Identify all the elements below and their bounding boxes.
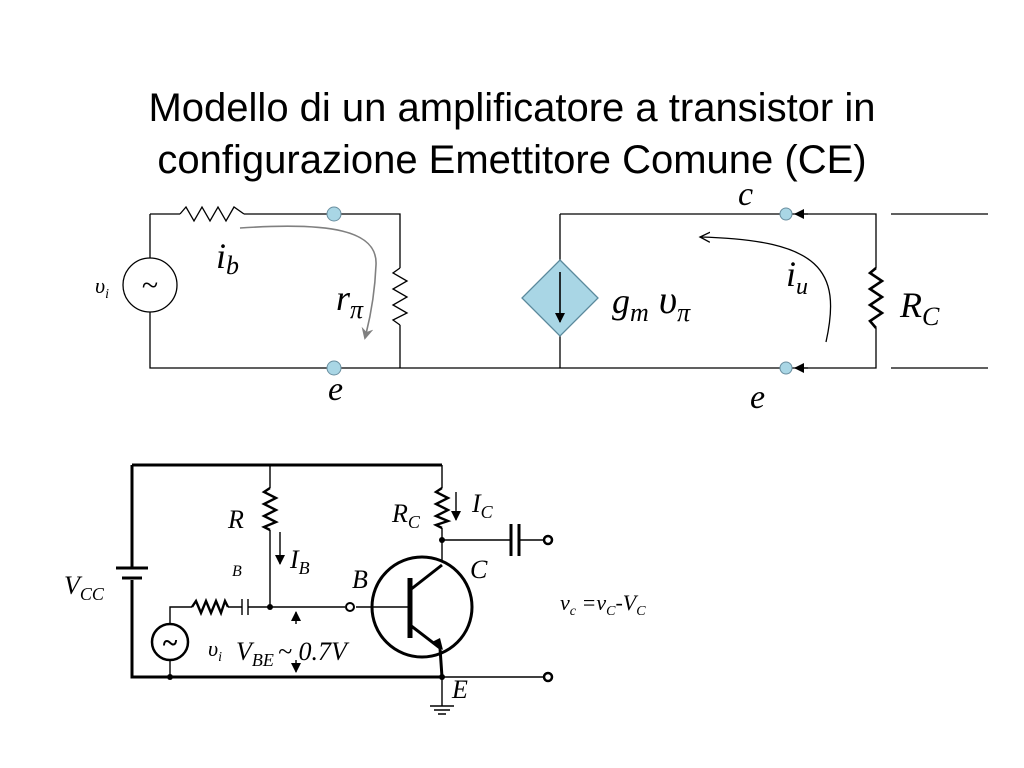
label-rc-bias: RC bbox=[391, 499, 421, 532]
label-rpi: rπ bbox=[336, 278, 364, 324]
label-base-terminal: B bbox=[352, 565, 368, 594]
frame-wires bbox=[130, 463, 442, 679]
title-line-2: configurazione Emettitore Comune (CE) bbox=[157, 138, 867, 182]
emitter-arrowhead bbox=[432, 638, 443, 650]
ground-symbol bbox=[430, 705, 454, 715]
label-emitter-terminal: E bbox=[451, 675, 468, 704]
input-resistor bbox=[191, 597, 230, 617]
label-rc-model: RC bbox=[899, 285, 940, 331]
rc-wire bbox=[792, 213, 877, 369]
label-vi: υi bbox=[95, 273, 109, 302]
node-e-right bbox=[779, 361, 793, 375]
rc-resistor bbox=[867, 267, 885, 329]
junction-base bbox=[267, 604, 273, 610]
base-input-wire bbox=[169, 606, 345, 624]
label-rb-sub: B bbox=[232, 563, 242, 580]
transistor-collector-lead bbox=[409, 563, 443, 592]
rb-resistor bbox=[261, 487, 279, 532]
small-signal-model bbox=[149, 205, 988, 369]
terminal-base bbox=[345, 602, 355, 612]
page-title: Modello di un amplificatore a transistor… bbox=[0, 82, 1024, 186]
label-ib: ib bbox=[216, 236, 239, 280]
input-source-circle bbox=[122, 257, 178, 313]
vcc-battery bbox=[116, 566, 148, 580]
title-line-1: Modello di un amplificatore a transistor… bbox=[148, 86, 876, 130]
input-source-symbol: ~ bbox=[142, 269, 158, 302]
label-iu: iu bbox=[786, 254, 808, 300]
input-wire-top bbox=[149, 213, 401, 369]
label-vcc: VCC bbox=[64, 571, 105, 604]
output-capacitor bbox=[509, 524, 521, 556]
label-ib-bias: IB bbox=[289, 545, 310, 578]
terminal-emitter-out bbox=[542, 671, 554, 683]
node-b bbox=[326, 206, 342, 222]
label-ic: IC bbox=[471, 489, 494, 522]
iu-arrow bbox=[700, 237, 832, 343]
junction-emitter bbox=[439, 674, 445, 680]
label-vbe: VBE~ 0.7V bbox=[236, 637, 350, 670]
bias-source-circle bbox=[150, 622, 190, 662]
label-c-node: c bbox=[738, 176, 753, 213]
label-collector-terminal: C bbox=[470, 555, 488, 584]
node-e-left bbox=[326, 360, 342, 376]
bias-source-symbol: ~ bbox=[163, 628, 178, 659]
label-e-right: e bbox=[750, 379, 765, 416]
input-capacitor bbox=[241, 599, 249, 615]
junction-ground-left bbox=[167, 674, 173, 680]
label-rb: R bbox=[227, 505, 244, 534]
label-vi-bias: υi bbox=[208, 636, 222, 665]
transistor-emitter-lead bbox=[409, 623, 444, 678]
ib-gray-arrow bbox=[239, 225, 377, 340]
ib-resistor bbox=[179, 205, 245, 223]
rc-resistor-bias bbox=[432, 487, 452, 530]
label-vc-equation: vc =vC-VC bbox=[560, 590, 646, 619]
rpi-resistor bbox=[391, 267, 409, 326]
label-e-left: e bbox=[328, 371, 343, 408]
junction-collector bbox=[439, 537, 445, 543]
bias-circuit bbox=[116, 463, 546, 715]
node-c bbox=[779, 207, 793, 221]
source-wire bbox=[559, 213, 780, 368]
terminal-collector-out bbox=[542, 534, 554, 546]
